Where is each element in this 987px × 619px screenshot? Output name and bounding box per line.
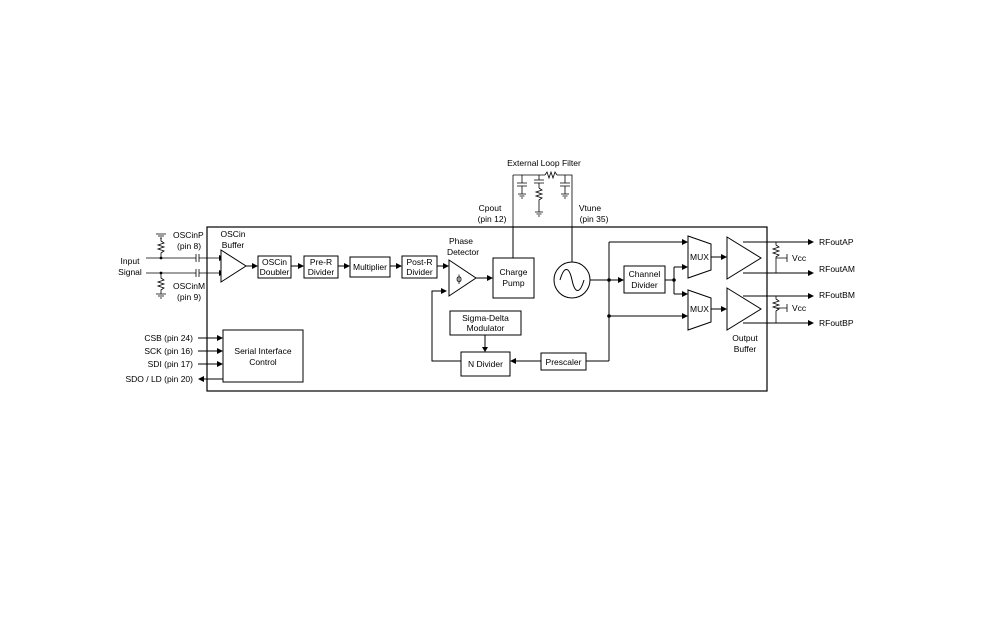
input-signal-label-2: Signal — [118, 267, 142, 277]
serial-interface-control: Serial Interface Control — [222, 329, 304, 383]
pre-r-divider: Pre-R Divider — [303, 255, 339, 279]
sigma-delta-label: Sigma-Delta — [462, 313, 509, 323]
rfout-am-label: RFoutAM — [819, 264, 855, 274]
mux-b: MUX — [687, 289, 712, 331]
rfout-ap-label: RFoutAP — [819, 237, 854, 247]
cpout-label: Cpout — [479, 203, 502, 213]
post-r-divider: Post-R Divider — [401, 255, 438, 279]
oscin-doubler-label: OSCin — [262, 257, 287, 267]
sck-pin-label: SCK (pin 16) — [144, 346, 193, 356]
pre-r-divider-label-2: Divider — [308, 267, 335, 277]
vtune-pin-label: (pin 35) — [580, 214, 609, 224]
pre-r-divider-label: Pre-R — [310, 257, 332, 267]
mux-a: MUX — [687, 235, 712, 279]
oscin-buffer: OSCin Buffer — [220, 229, 247, 283]
vtune-label: Vtune — [579, 203, 601, 213]
output-buffer-label-2: Buffer — [734, 344, 757, 354]
oscin-buffer-label: OSCin — [220, 229, 245, 239]
oscin-doubler-label-2: Doubler — [260, 267, 290, 277]
multiplier-label: Multiplier — [353, 262, 387, 272]
phase-detector: Phase Detector ϕ — [447, 236, 479, 297]
serial-interface-label: Serial Interface — [234, 346, 291, 356]
phase-symbol: ϕ — [456, 274, 462, 285]
mux-a-label: MUX — [690, 252, 709, 262]
output-network-b: Vcc RFoutBM RFoutBP — [743, 290, 855, 328]
charge-pump: Charge Pump — [492, 227, 535, 299]
n-divider: N Divider — [460, 351, 511, 377]
phase-detector-label-2: Detector — [447, 247, 479, 257]
charge-pump-label-2: Pump — [502, 278, 524, 288]
sdo-ld-pin-label: SDO / LD (pin 20) — [125, 374, 193, 384]
sdi-pin-label: SDI (pin 17) — [148, 359, 194, 369]
vco — [553, 227, 611, 299]
input-signal-label: Input — [121, 256, 141, 266]
oscinm-label: OSCinM — [173, 281, 205, 291]
serial-interface-label-2: Control — [249, 357, 277, 367]
output-buffer-b: Output Buffer — [726, 287, 762, 354]
oscinp-pin-label: (pin 8) — [177, 241, 201, 251]
oscinp-label: OSCinP — [173, 230, 204, 240]
output-buffer-label: Output — [732, 333, 758, 343]
channel-divider-label: Channel — [629, 269, 661, 279]
oscin-doubler: OSCin Doubler — [257, 255, 292, 279]
charge-pump-label: Charge — [500, 267, 528, 277]
cpout-pin-label: (pin 12) — [478, 214, 507, 224]
chip-outline — [206, 226, 768, 392]
channel-divider-label-2: Divider — [631, 280, 658, 290]
sigma-delta-label-2: Modulator — [467, 323, 505, 333]
post-r-divider-label-2: Divider — [406, 267, 433, 277]
output-network-a: Vcc RFoutAP RFoutAM — [743, 237, 855, 276]
csb-pin-label: CSB (pin 24) — [144, 333, 193, 343]
channel-divider: Channel Divider — [623, 265, 666, 294]
oscin-input-network: OSCinP (pin 8) OSCinM (pin 9) Input Sign… — [118, 230, 225, 302]
sigma-delta-modulator: Sigma-Delta Modulator — [449, 310, 522, 336]
loop-filter-label: External Loop Filter — [507, 158, 581, 168]
serial-pins: CSB (pin 24) SCK (pin 16) SDI (pin 17) S… — [125, 333, 223, 384]
output-buffer-a — [726, 236, 762, 280]
oscin-buffer-label-2: Buffer — [222, 240, 245, 250]
vcc-a-label: Vcc — [792, 253, 807, 263]
post-r-divider-label: Post-R — [407, 257, 433, 267]
prescaler-label: Prescaler — [546, 357, 582, 367]
prescaler: Prescaler — [540, 352, 587, 371]
vcc-b-label: Vcc — [792, 303, 807, 313]
oscinm-pin-label: (pin 9) — [177, 292, 201, 302]
external-loop-filter: External Loop Filter Cpout (pin 12) Vtun… — [478, 158, 609, 227]
multiplier: Multiplier — [349, 256, 391, 278]
n-divider-label: N Divider — [468, 359, 503, 369]
rfout-bp-label: RFoutBP — [819, 318, 854, 328]
rfout-bm-label: RFoutBM — [819, 290, 855, 300]
mux-b-label: MUX — [690, 304, 709, 314]
phase-detector-label: Phase — [449, 236, 473, 246]
